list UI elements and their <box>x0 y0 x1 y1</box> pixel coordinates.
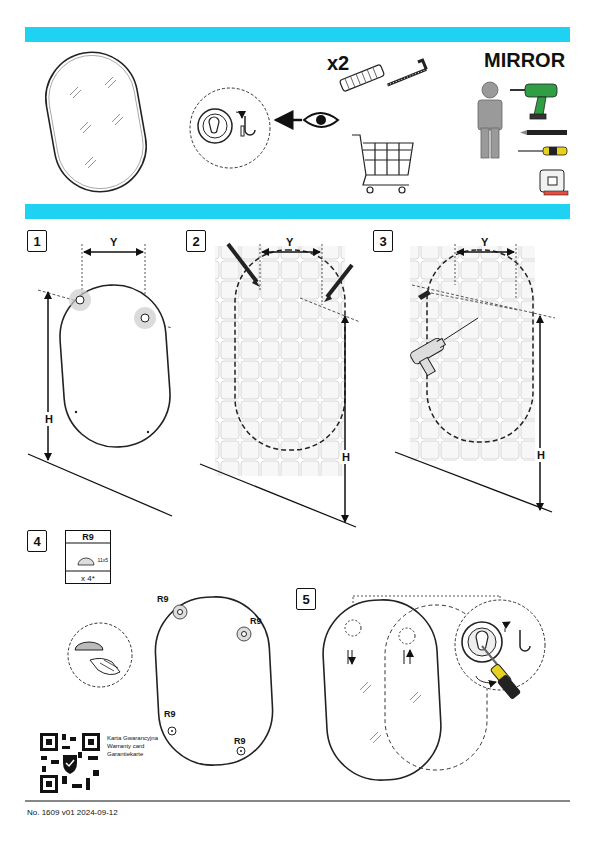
screwdriver-icon <box>518 147 567 155</box>
section-bar <box>25 204 570 219</box>
step-number: 2 <box>186 230 206 252</box>
dimension-label: H <box>340 450 352 464</box>
step-number: 5 <box>296 588 316 610</box>
tape-measure-icon <box>540 170 568 195</box>
box-text: 5 <box>297 592 315 607</box>
box-text: 4 <box>28 534 46 549</box>
part-label: R9 <box>250 617 262 627</box>
header-bar <box>25 27 570 42</box>
step-number: 1 <box>27 230 47 252</box>
eye-icon <box>304 113 338 127</box>
warranty-text: Garantiekarte <box>107 751 143 758</box>
hook-screw <box>384 60 427 85</box>
quantity-text: x2 <box>327 52 349 74</box>
part-label: R9 <box>157 595 169 605</box>
box-text: 2 <box>187 234 205 249</box>
step1-figure <box>28 244 174 516</box>
dimension-label: H <box>43 412 55 426</box>
step-number: 4 <box>27 530 47 552</box>
bracket-detail <box>190 88 270 168</box>
person-icon <box>478 82 502 158</box>
box-text: 1 <box>28 234 46 249</box>
footer-rule <box>25 800 570 801</box>
step4-figure <box>40 543 275 793</box>
look-arrow <box>276 119 302 122</box>
warranty-text: Karta Gwarancyjna <box>107 735 158 742</box>
box-text: 3 <box>374 234 392 249</box>
part-box: R9 11x5 x 4* <box>65 530 111 584</box>
mirror-figure <box>39 45 154 199</box>
dimension-label: Y <box>286 236 293 248</box>
step3-figure <box>395 244 555 512</box>
dimension-label: Y <box>110 236 117 248</box>
dimension-label: H <box>535 448 547 462</box>
dimension-label: Y <box>481 236 488 248</box>
pencil-icon <box>520 130 567 135</box>
part-label: R9 <box>164 710 176 720</box>
glare-marks <box>70 77 123 168</box>
step-number: 3 <box>373 230 393 252</box>
footer-text: No. 1609 v01 2024-09-12 <box>27 809 118 818</box>
box-text: 11x5 <box>98 557 108 563</box>
shopping-cart <box>352 135 413 193</box>
step2-figure <box>200 244 360 527</box>
box-text: R9 <box>66 532 110 542</box>
warranty-text: Warranty card <box>107 743 144 750</box>
drill-icon <box>510 84 557 119</box>
title-text: MIRROR <box>484 49 565 71</box>
step5-figure <box>320 596 545 783</box>
box-text: x 4* <box>66 574 110 583</box>
part-label: R9 <box>234 737 246 747</box>
